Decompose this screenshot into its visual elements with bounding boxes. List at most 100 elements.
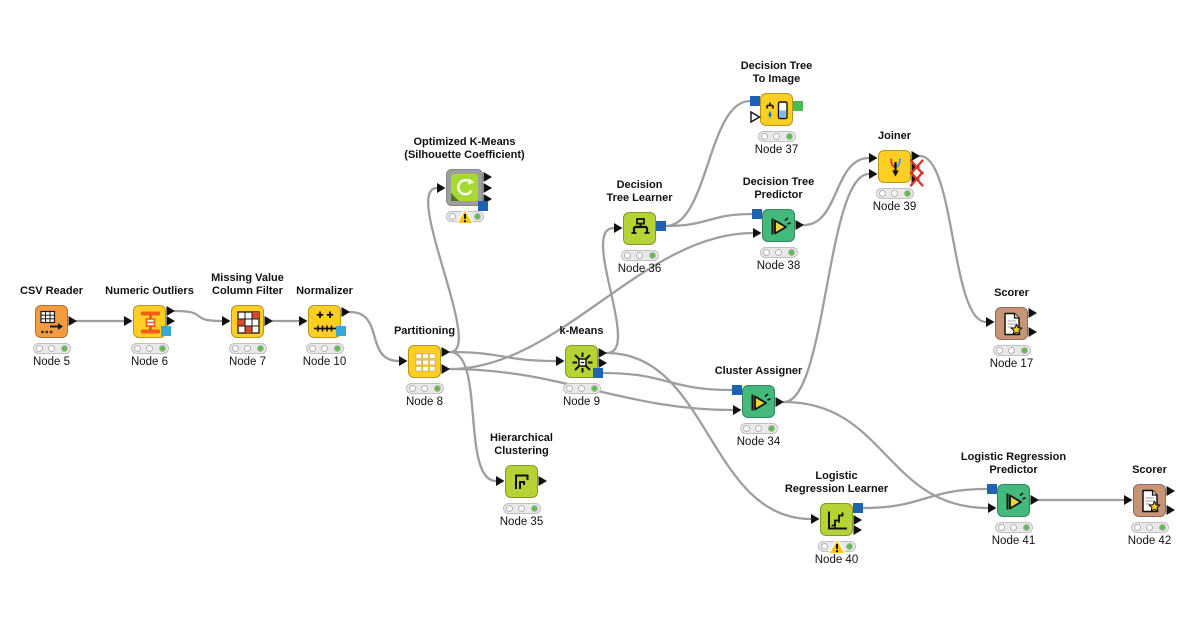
port-ca-insq[interactable] bbox=[732, 385, 742, 395]
port-scorer42-in[interactable] bbox=[1124, 495, 1133, 505]
port-joiner-outx2[interactable] bbox=[909, 171, 924, 187]
port-lrp-out[interactable] bbox=[1030, 495, 1040, 505]
port-dtp-out[interactable] bbox=[795, 220, 805, 230]
port-okm-modelsq[interactable] bbox=[478, 201, 488, 211]
node-kmeans[interactable] bbox=[565, 345, 598, 378]
port-numeric_outliers-in[interactable] bbox=[124, 316, 133, 326]
wire-dtp-to-joiner[interactable] bbox=[802, 156, 871, 227]
port-kmeans-modelsq[interactable] bbox=[593, 368, 603, 378]
wire-ca-to-joiner[interactable] bbox=[782, 172, 871, 404]
port-numeric_outliers-out1[interactable] bbox=[166, 306, 176, 316]
port-joiner-outx1[interactable] bbox=[909, 159, 924, 175]
port-ca-in[interactable] bbox=[733, 405, 742, 415]
wire-kmeans-to-lrl[interactable] bbox=[605, 351, 813, 521]
node-hc[interactable] bbox=[505, 465, 538, 498]
port-numeric_outliers-aux[interactable] bbox=[161, 326, 171, 336]
scorer-icon bbox=[996, 308, 1027, 341]
wire-dtl-to-dtti[interactable] bbox=[664, 99, 752, 228]
port-lrp-insq[interactable] bbox=[987, 484, 997, 494]
port-okm-in[interactable] bbox=[437, 183, 446, 193]
port-dtp-in[interactable] bbox=[753, 228, 762, 238]
port-partitioning-out1[interactable] bbox=[441, 347, 451, 357]
node-lrp[interactable] bbox=[997, 484, 1030, 517]
status-dot-green bbox=[590, 385, 598, 392]
port-numeric_outliers-out2[interactable] bbox=[166, 316, 176, 326]
wire-kmeans-to-dtl[interactable] bbox=[602, 226, 619, 355]
node-joiner[interactable] bbox=[878, 150, 911, 183]
port-kmeans-out2[interactable] bbox=[598, 358, 608, 368]
port-joiner-in2[interactable] bbox=[869, 169, 878, 179]
node-dtp[interactable] bbox=[762, 209, 795, 242]
port-dtti-insq[interactable] bbox=[750, 96, 760, 106]
port-partitioning-in[interactable] bbox=[399, 356, 408, 366]
port-normalizer-out[interactable] bbox=[341, 307, 351, 317]
wire-numeric_outliers-to-mvcf[interactable] bbox=[173, 309, 224, 323]
port-lrp-in[interactable] bbox=[988, 503, 997, 513]
node-mvcf[interactable] bbox=[231, 305, 264, 338]
port-lrl-out1[interactable] bbox=[853, 515, 863, 525]
wire-ca-to-lrp[interactable] bbox=[782, 400, 990, 510]
port-dtp-insq[interactable] bbox=[752, 209, 762, 219]
node-lrl[interactable] bbox=[820, 503, 853, 536]
port-scorer42-out1[interactable] bbox=[1166, 486, 1176, 496]
node-numeric_outliers[interactable] bbox=[133, 305, 166, 338]
port-okm-out1[interactable] bbox=[483, 172, 493, 182]
node-number: Node 9 bbox=[562, 396, 601, 408]
node-dtl[interactable] bbox=[623, 212, 656, 245]
port-hc-in[interactable] bbox=[496, 476, 505, 486]
port-normalizer-aux[interactable] bbox=[336, 326, 346, 336]
node-number: Node 39 bbox=[872, 201, 917, 213]
port-mvcf-out[interactable] bbox=[264, 316, 274, 326]
status-dot-off bbox=[1133, 524, 1141, 531]
status-dot-green bbox=[785, 133, 793, 140]
wire-normalizer-to-partitioning[interactable] bbox=[348, 310, 401, 363]
port-kmeans-in[interactable] bbox=[556, 356, 565, 366]
port-csv_reader-out[interactable] bbox=[68, 316, 78, 326]
port-dtl-outsq[interactable] bbox=[656, 221, 666, 231]
port-lrl-out2[interactable] bbox=[853, 525, 863, 535]
port-normalizer-in[interactable] bbox=[299, 316, 308, 326]
wire-partitioning-to-dtp[interactable] bbox=[448, 231, 755, 371]
node-normalizer[interactable] bbox=[308, 305, 341, 338]
port-scorer17-in[interactable] bbox=[986, 317, 995, 327]
port-okm-out2[interactable] bbox=[483, 183, 493, 193]
wire-partitioning-to-hc[interactable] bbox=[448, 350, 498, 483]
node-dtti[interactable] bbox=[760, 93, 793, 126]
wire-partitioning-to-okm[interactable] bbox=[427, 186, 460, 354]
port-kmeans-out1[interactable] bbox=[598, 348, 608, 358]
port-lrl-in[interactable] bbox=[811, 514, 820, 524]
port-dtl-in[interactable] bbox=[614, 223, 623, 233]
node-partitioning[interactable] bbox=[408, 345, 441, 378]
port-scorer42-out2[interactable] bbox=[1166, 505, 1176, 515]
wire-lrl-to-lrp[interactable] bbox=[861, 487, 989, 510]
kmeans-icon bbox=[566, 346, 597, 379]
port-joiner-out1[interactable] bbox=[911, 151, 921, 161]
port-scorer17-out1[interactable] bbox=[1028, 308, 1038, 318]
node-scorer42[interactable] bbox=[1133, 484, 1166, 517]
wire-dtl-to-dtp[interactable] bbox=[664, 212, 754, 228]
port-dtti-outsq[interactable] bbox=[793, 101, 803, 111]
port-mvcf-in[interactable] bbox=[222, 316, 231, 326]
node-scorer17[interactable] bbox=[995, 307, 1028, 340]
port-dtti-in2[interactable] bbox=[750, 110, 761, 124]
node-ca[interactable] bbox=[742, 385, 775, 418]
port-hc-out[interactable] bbox=[538, 476, 548, 486]
port-scorer17-out2[interactable] bbox=[1028, 327, 1038, 337]
hierarchical-icon bbox=[506, 466, 537, 499]
node-okm[interactable] bbox=[446, 169, 483, 206]
port-joiner-in1[interactable] bbox=[869, 153, 878, 163]
port-partitioning-out2[interactable] bbox=[441, 364, 451, 374]
node-csv_reader[interactable] bbox=[35, 305, 68, 338]
csv-reader-icon bbox=[36, 306, 67, 339]
port-lrl-outsq[interactable] bbox=[853, 503, 863, 513]
wire-kmeans-to-ca[interactable] bbox=[601, 371, 734, 392]
port-ca-out[interactable] bbox=[775, 397, 785, 407]
wire-partitioning-to-kmeans[interactable] bbox=[448, 350, 558, 363]
status-dot-green bbox=[648, 252, 656, 259]
wire-joiner-to-scorer17[interactable] bbox=[918, 154, 988, 324]
